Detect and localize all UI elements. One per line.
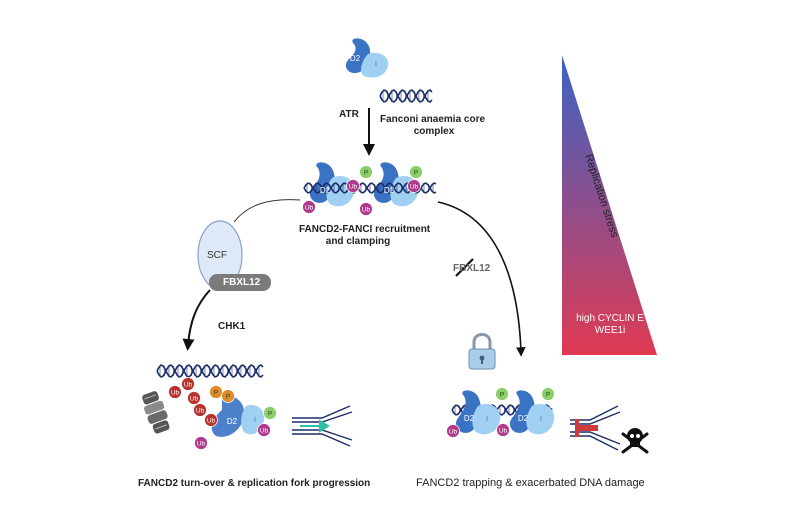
replication-fork-icon-left	[292, 405, 353, 447]
phospho-label: P	[364, 170, 368, 177]
ubiquitin-badge	[407, 179, 421, 193]
ubiquitin-badge	[168, 385, 182, 399]
padlock-icon	[468, 333, 496, 370]
ubiquitin-label: Ub	[260, 428, 269, 435]
dna-bottom-left	[156, 364, 264, 378]
phospho-badge	[409, 165, 423, 179]
fanci-tag: I	[254, 417, 256, 424]
ubiquitin-badge	[181, 377, 195, 391]
fancd2-tag: D2	[227, 417, 238, 426]
ubiquitin-badge	[194, 436, 208, 450]
ubiquitin-badge	[193, 403, 207, 417]
ubiquitin-badge	[257, 423, 271, 437]
left-arrow	[182, 289, 211, 351]
recruitment-label: FANCD2-FANCI recruitment and clamping	[299, 224, 439, 248]
replication-fork-icon-right	[570, 405, 621, 451]
ubiquitin-badge	[359, 202, 373, 216]
phospho-label: P	[414, 170, 418, 177]
fancd2-tag: D2	[464, 414, 475, 423]
bottom-left-complex	[211, 396, 265, 437]
fbxl12-strike	[455, 258, 474, 277]
i-shape-top	[361, 52, 389, 78]
ubiquitin-badge	[204, 413, 218, 427]
ubiquitin-badge	[446, 424, 460, 438]
scf-complex	[197, 220, 271, 291]
scf-label: SCF	[207, 250, 227, 261]
dna-top	[379, 89, 433, 103]
ubiquitin-badge	[496, 423, 510, 437]
bottom-right-complex	[455, 390, 555, 435]
phospho-badge	[359, 165, 373, 179]
fork-stall-bar	[576, 425, 598, 431]
ubiquitin-badge	[187, 391, 201, 405]
replication-stress-triangle	[562, 55, 657, 355]
phospho-label: P	[546, 392, 550, 399]
ubiquitin-label: Ub	[171, 390, 180, 397]
fancd2-tag: D2	[518, 414, 529, 423]
ubiquitin-label: Ub	[196, 408, 205, 415]
ubiquitin-badge	[302, 200, 316, 214]
ubiquitin-label: Ub	[362, 207, 371, 214]
top-fancd2-fanci	[345, 38, 389, 78]
cyclin-label: high CYCLIN E WEE1i	[566, 313, 654, 337]
ubiquitin-label: Ub	[184, 382, 193, 389]
phospho-badge	[221, 389, 235, 403]
ubiquitin-label: Ub	[197, 441, 206, 448]
fork-progress-arrow	[300, 419, 330, 433]
phospho-label: P	[214, 390, 218, 397]
fanci-tag: I	[342, 188, 344, 195]
i-shape-br-2	[526, 403, 555, 435]
fbxl12-box	[209, 274, 271, 291]
fbxl12-label: FBXL12	[223, 277, 261, 288]
ubiquitin-label: Ub	[207, 418, 216, 425]
ubiquitin-label: Ub	[190, 396, 199, 403]
right-arrow	[437, 201, 526, 357]
atr-label: ATR	[339, 109, 359, 120]
i-shape-br-1	[472, 403, 501, 435]
ubiquitin-label: Ub	[499, 428, 508, 435]
core-complex-label: Fanconi anaemia core complex	[380, 114, 490, 138]
core-complex-line2: complex	[413, 126, 455, 137]
phospho-label: P	[500, 392, 504, 399]
fanci-tag: I	[375, 61, 377, 68]
fanci-tag: I	[406, 188, 408, 195]
ubiquitin-badge	[346, 179, 360, 193]
phospho-badge	[541, 387, 555, 401]
core-complex-line1: Fanconi anaemia core	[380, 114, 486, 125]
ubiquitin-label: Ub	[410, 184, 419, 191]
d2-shape-bl	[211, 396, 245, 437]
fancd2-tag: D2	[320, 186, 331, 195]
recruitment-line2: and clamping	[325, 236, 391, 247]
recruitment-line1: FANCD2-FANCI recruitment	[299, 224, 431, 235]
proteasome-icon	[142, 391, 170, 434]
phospho-label: P	[226, 394, 230, 401]
skull-crossbones-icon	[621, 428, 649, 454]
ubiquitin-label: Ub	[449, 429, 458, 436]
fbxl12-crossed-label: FBXL12	[453, 263, 491, 274]
ubiquitin-label: Ub	[349, 184, 358, 191]
phospho-badge	[495, 387, 509, 401]
fanci-tag: I	[540, 416, 542, 423]
cyclin-line1: high CYCLIN E	[576, 313, 644, 324]
ubiquitin-label: Ub	[305, 205, 314, 212]
line-to-scf	[233, 199, 301, 223]
phospho-badge	[263, 406, 277, 420]
right-caption: FANCD2 trapping & exacerbated DNA damage	[416, 477, 645, 489]
fancd2-tag: D2	[384, 186, 395, 195]
left-caption: FANCD2 turn-over & replication fork prog…	[138, 478, 371, 489]
fancd2-tag: D2	[350, 54, 361, 63]
chk1-label: CHK1	[218, 321, 246, 332]
fanci-tag: I	[486, 416, 488, 423]
cyclin-line2: WEE1i	[594, 325, 626, 336]
phospho-label: P	[268, 411, 272, 418]
